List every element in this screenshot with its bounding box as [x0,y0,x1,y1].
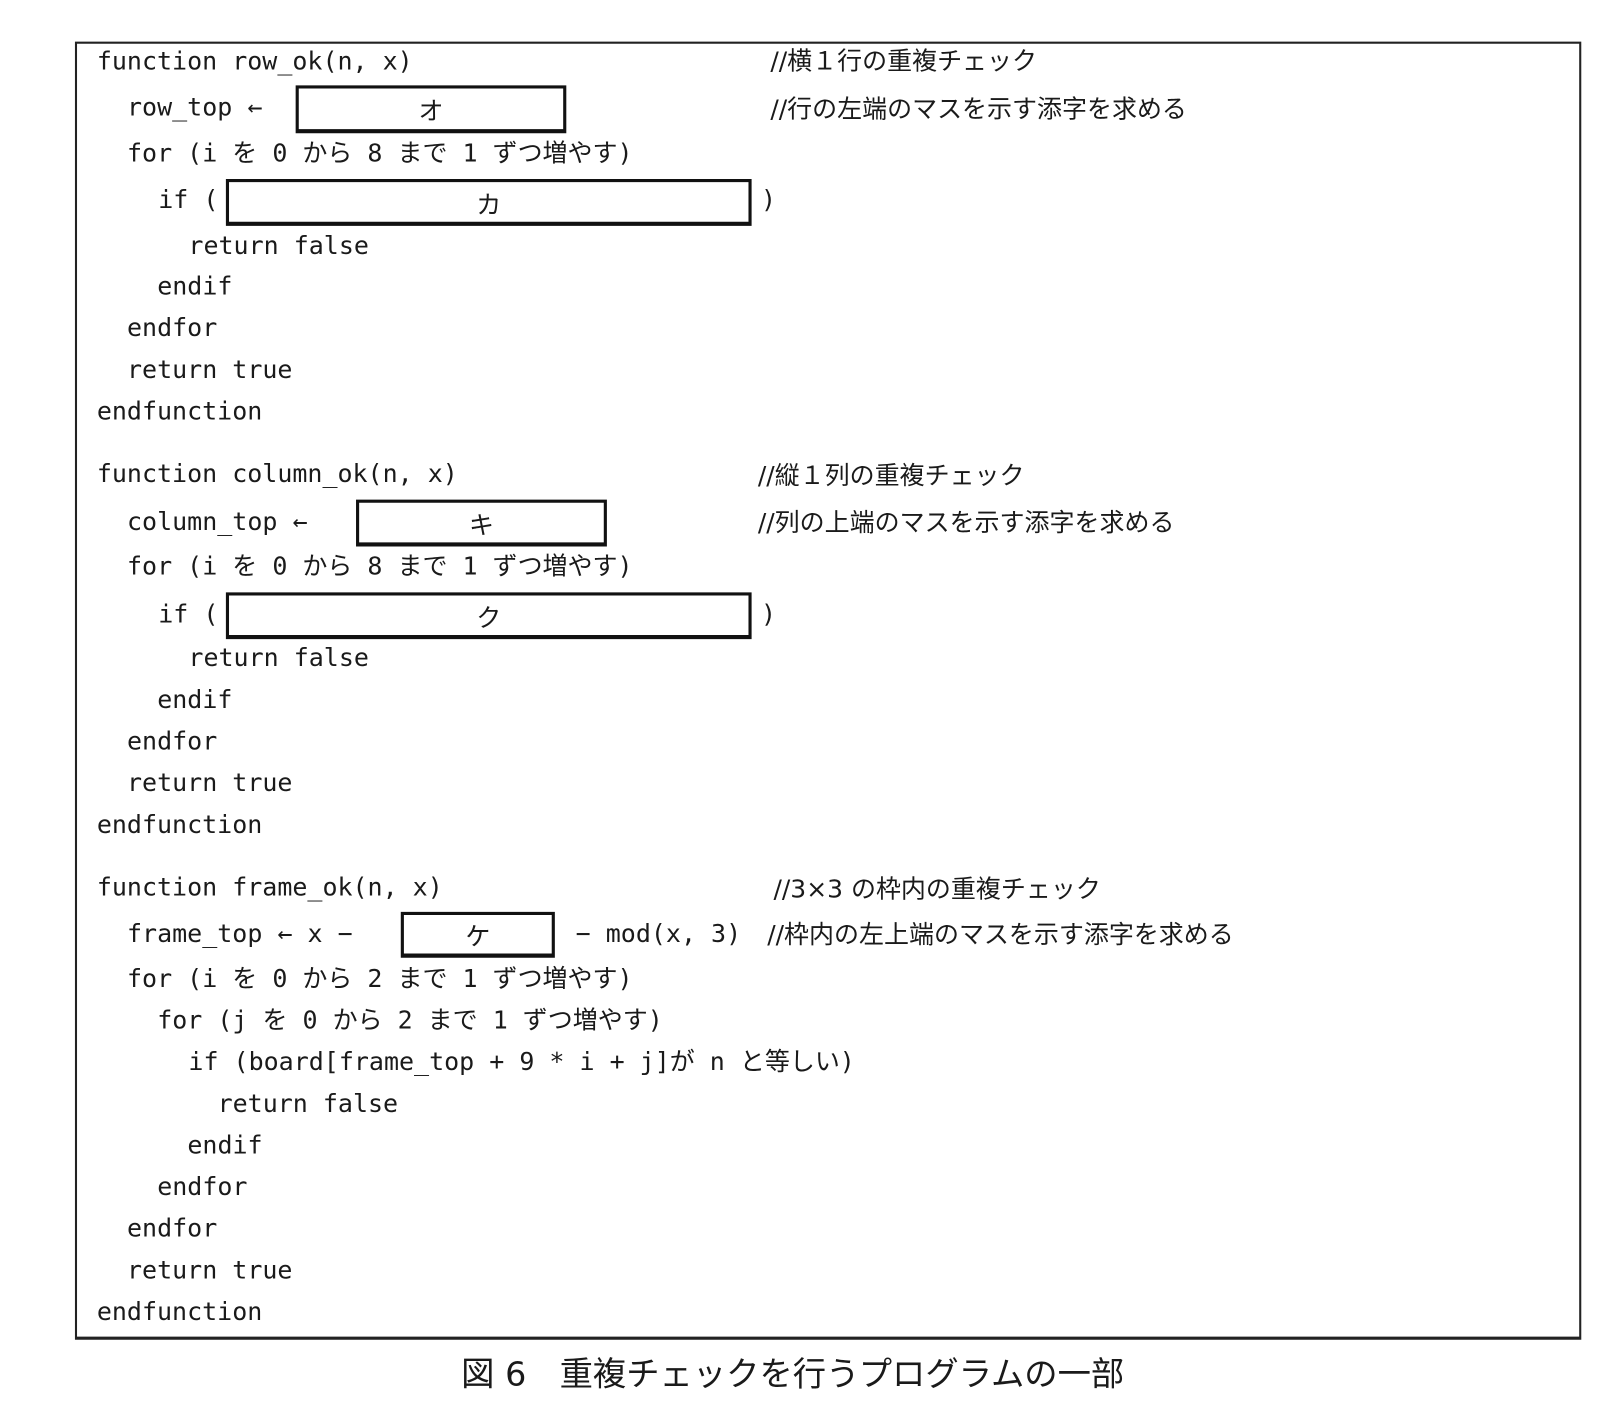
column-top-assign: column_top ← [127,506,308,537]
frame-for-i: for (i を 0 から 2 まで 1 ずつ増やす) [127,963,633,994]
column-ok-signature: function column_ok(n, x) [96,459,458,489]
frame-top-assign: frame_top ← x − [127,919,353,949]
frame-ok-comment: //3×3 の枠内の重複チェック [773,874,1101,904]
frame-ok-signature: function frame_ok(n, x) [96,872,443,902]
frame-endif: endif [187,1130,263,1160]
frame-return-false: return false [217,1088,399,1119]
frame-endfor-outer: endfor [127,1213,218,1243]
row-if-close: ) [760,185,777,215]
frame-top-assign-tail: − mod(x, 3) [575,919,742,949]
frame-endfunction: endfunction [96,1297,263,1327]
blank-ku: ク [225,592,752,640]
frame-if: if (board[frame_top + 9 * i + j]が n と等しい… [188,1047,855,1077]
row-top-comment: //行の左端のマスを示す添字を求める [770,94,1187,124]
blank-ki: キ [356,499,607,547]
row-top-assign: row_top ← [127,92,263,122]
frame-top-comment: //枠内の左上端のマスを示す添字を求める [767,920,1234,950]
row-return-true: return true [127,354,293,385]
blank-o: オ [295,85,567,134]
row-if-open: if ( [158,185,219,215]
row-for-loop: for (i を 0 から 8 まで 1 ずつ増やす) [127,138,633,168]
column-if-open: if ( [158,599,219,629]
program-frame [74,41,1582,1340]
column-endfunction: endfunction [96,809,263,840]
row-return-false: return false [188,231,369,261]
row-ok-signature: function row_ok(n, x) [96,46,413,76]
figure-caption: 図 6 重複チェックを行うプログラムの一部 [461,1354,1125,1394]
row-endif: endif [157,271,233,301]
frame-endfor-inner: endfor [157,1172,248,1202]
blank-ke: ケ [400,911,555,958]
column-return-false: return false [188,643,369,673]
column-for-loop: for (i を 0 から 8 まで 1 ずつ増やす) [127,551,633,581]
frame-return-true: return true [127,1255,293,1285]
row-ok-comment: //横１行の重複チェック [770,46,1038,76]
row-endfor: endfor [127,313,218,343]
frame-for-j: for (j を 0 から 2 まで 1 ずつ増やす) [157,1005,663,1035]
column-endif: endif [157,684,233,715]
column-endfor: endfor [127,726,218,756]
blank-ka: カ [225,179,752,226]
column-if-close: ) [760,599,777,629]
row-endfunction: endfunction [96,396,263,426]
column-top-comment: //列の上端のマスを示す添字を求める [757,508,1175,538]
column-ok-comment: //縦１列の重複チェック [757,461,1025,491]
column-return-true: return true [127,768,293,798]
